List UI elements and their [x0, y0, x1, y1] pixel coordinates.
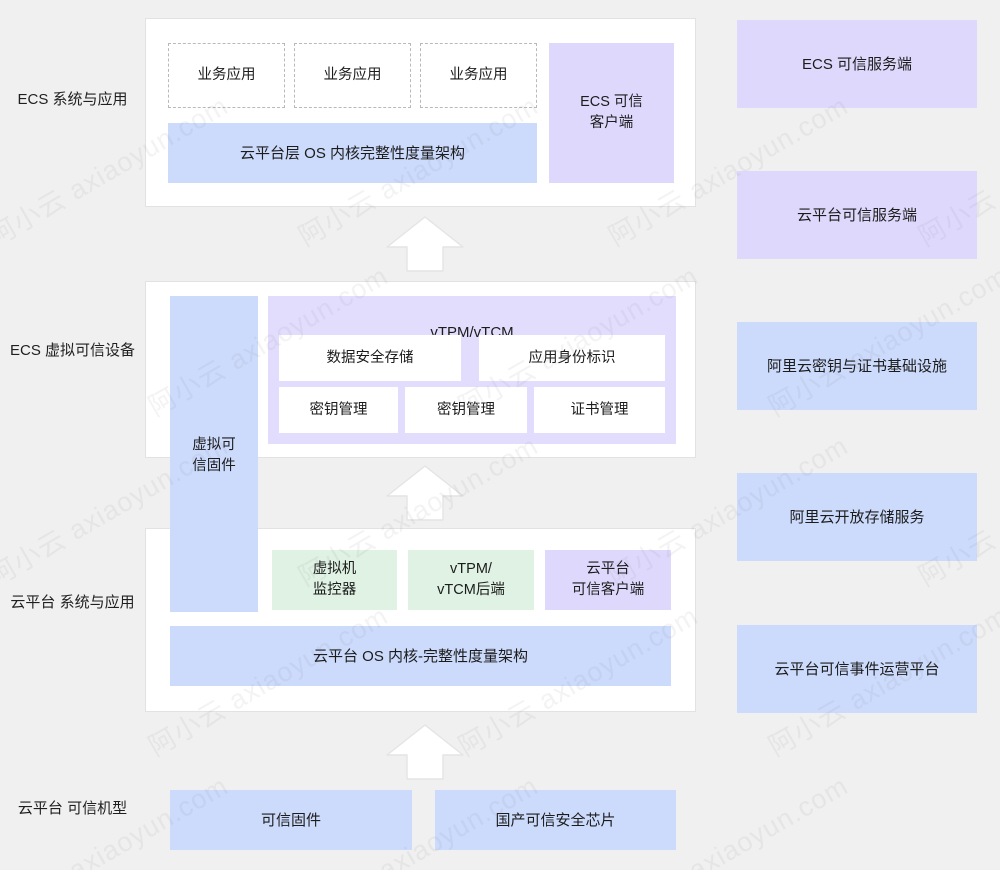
watermark-text: 阿小云 axiaoyun.com: [914, 770, 1000, 870]
right-box-label: 云平台可信事件运营平台: [774, 660, 940, 678]
cloud-trusted-client-box: 云平台 可信客户端: [545, 550, 671, 610]
cert-management-label: 证书管理: [570, 401, 629, 418]
cloud-os-kernel-ima-label: 云平台 OS 内核-完整性度量架构: [312, 647, 528, 665]
right-box-cloud-trusted-server: 云平台可信服务端: [737, 171, 977, 259]
key-management-box-2: 密钥管理: [405, 387, 527, 433]
app-identity-box: 应用身份标识: [479, 335, 665, 381]
right-box-label: 阿里云开放存储服务: [789, 508, 925, 526]
row-label-ecs-virtual-tpm: ECS 虚拟可信设备: [9, 342, 135, 359]
business-app-box-2: 业务应用: [294, 43, 411, 108]
ecs-trusted-client-label: ECS 可信 客户端: [580, 94, 643, 131]
right-box-trusted-event-platform: 云平台可信事件运营平台: [737, 625, 977, 713]
vm-monitor-label: 虚拟机 监控器: [312, 561, 357, 598]
business-app-box-3: 业务应用: [420, 43, 537, 108]
domestic-trusted-chip-label: 国产可信安全芯片: [495, 811, 616, 829]
arrow-layer4-to-layer3: [386, 724, 464, 780]
cloud-os-kernel-ima-box: 云平台 OS 内核-完整性度量架构: [170, 626, 671, 686]
right-box-key-cert-infrastructure: 阿里云密钥与证书基础设施: [737, 322, 977, 410]
ecs-trusted-client-box: ECS 可信 客户端: [549, 43, 674, 183]
right-box-label: ECS 可信服务端: [801, 55, 912, 73]
domestic-trusted-chip-box: 国产可信安全芯片: [435, 790, 676, 850]
key-management-label: 密钥管理: [309, 401, 368, 418]
app-identity-label: 应用身份标识: [528, 349, 616, 366]
row-label-cloud-trusted-machine: 云平台 可信机型: [17, 800, 128, 817]
right-box-label: 阿里云密钥与证书基础设施: [766, 357, 947, 375]
virtual-trusted-firmware-label: 虚拟可 信固件: [192, 437, 236, 474]
arrow-layer2-to-layer1: [386, 216, 464, 272]
right-box-open-storage-service: 阿里云开放存储服务: [737, 473, 977, 561]
trusted-firmware-label: 可信固件: [260, 811, 321, 829]
business-app-label: 业务应用: [197, 67, 256, 83]
trusted-firmware-box: 可信固件: [170, 790, 412, 850]
business-app-label: 业务应用: [449, 67, 508, 83]
arrow-layer3-to-layer2: [386, 465, 464, 521]
ecs-os-kernel-ima-box: 云平台层 OS 内核完整性度量架构: [168, 123, 537, 183]
vtpm-vtcm-backend-label: vTPM/ vTCM后端: [437, 561, 505, 598]
data-secure-storage-box: 数据安全存储: [279, 335, 461, 381]
key-management-box-1: 密钥管理: [279, 387, 398, 433]
right-box-ecs-trusted-server: ECS 可信服务端: [737, 20, 977, 108]
ecs-os-kernel-ima-label: 云平台层 OS 内核完整性度量架构: [239, 144, 465, 162]
row-label-ecs-system-app: ECS 系统与应用: [17, 91, 128, 108]
data-secure-storage-label: 数据安全存储: [326, 349, 414, 366]
vm-monitor-box: 虚拟机 监控器: [272, 550, 397, 610]
cloud-trusted-client-label: 云平台 可信客户端: [571, 561, 645, 598]
virtual-trusted-firmware-box: 虚拟可 信固件: [170, 296, 258, 612]
business-app-label: 业务应用: [323, 67, 382, 83]
cert-management-box: 证书管理: [534, 387, 665, 433]
row-label-cloud-system-app: 云平台 系统与应用: [10, 594, 135, 611]
right-box-label: 云平台可信服务端: [796, 206, 917, 224]
vtpm-vtcm-backend-box: vTPM/ vTCM后端: [408, 550, 534, 610]
vtpm-vtcm-container: vTPM/vTCM 数据安全存储 应用身份标识 密钥管理 密钥管理 证书管理: [268, 296, 676, 444]
key-management-label: 密钥管理: [437, 401, 495, 418]
business-app-box-1: 业务应用: [168, 43, 285, 108]
